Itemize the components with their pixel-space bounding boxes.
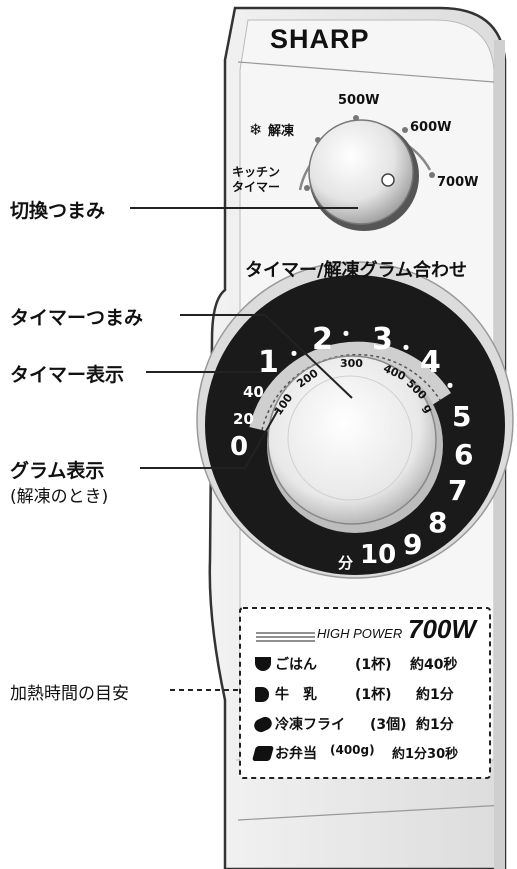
dial-dot: ・ xyxy=(440,374,460,398)
dial-minute-9: 9 xyxy=(403,528,423,561)
selector-label-kitchen: キッチン xyxy=(232,165,281,179)
dial-dot: ・ xyxy=(284,342,304,366)
brand-logo: SHARP xyxy=(270,24,370,54)
guide-header-power: 700W xyxy=(408,614,476,644)
gram-300: 300 xyxy=(340,357,363,370)
defrost-snowflake-icon: ❄ xyxy=(249,120,263,139)
milk-cup-icon xyxy=(255,687,269,702)
selector-label-defrost: 解凍 xyxy=(268,124,295,139)
guide-row-time: 約40秒 xyxy=(410,657,458,673)
dial-minute-2: 2 xyxy=(312,322,333,357)
selector-knob[interactable] xyxy=(309,120,413,224)
selector-label-700w: 700W xyxy=(437,175,479,190)
dial-minute-3: 3 xyxy=(372,322,393,357)
guide-row-item: ごはん xyxy=(275,657,317,673)
dial-minute-6: 6 xyxy=(454,438,474,471)
guide-row-item: 冷凍フライ xyxy=(275,717,345,733)
guide-row-qty: (3個) xyxy=(370,717,407,733)
guide-row-qty: (1杯) xyxy=(355,657,392,673)
timer-section-title: タイマー/解凍グラム合わせ xyxy=(245,260,468,281)
dial-minute-7: 7 xyxy=(448,474,468,507)
dial-minute-5: 5 xyxy=(452,400,472,433)
dial-seconds-40: 40 xyxy=(243,383,264,401)
rice-bowl-icon xyxy=(255,657,271,671)
dial-dot: ・ xyxy=(396,336,416,360)
guide-row-time: 約1分30秒 xyxy=(392,747,459,762)
selector-label-600w: 600W xyxy=(410,120,452,135)
guide-row-time: 約1分 xyxy=(416,717,454,733)
guide-row-item: 牛 乳 xyxy=(275,687,317,703)
guide-row-item: お弁当 xyxy=(275,746,317,762)
dial-minute-unit: 分 xyxy=(338,554,354,572)
selector-label-500w: 500W xyxy=(338,93,380,108)
guide-row-qty: (400g) xyxy=(330,743,375,757)
dial-minute-8: 8 xyxy=(428,506,448,539)
dial-minute-1: 1 xyxy=(258,345,279,380)
callout-timer-display: タイマー表示 xyxy=(10,364,125,386)
dial-dot: ・ xyxy=(336,322,356,346)
selector-label-timer: タイマー xyxy=(232,180,281,194)
callout-gram-display: グラム表示 xyxy=(10,460,105,482)
guide-row-qty: (1杯) xyxy=(355,687,392,703)
callout-selector-knob: 切換つまみ xyxy=(10,200,106,222)
dial-seconds-20: 20 xyxy=(233,410,254,428)
callout-timer-knob: タイマーつまみ xyxy=(10,307,144,329)
guide-header-label: HIGH POWER xyxy=(317,626,403,641)
dial-minute-10: 10 xyxy=(360,540,397,570)
callout-gram-display-note: (解凍のとき) xyxy=(10,487,109,507)
dial-minute-4: 4 xyxy=(420,345,441,380)
dial-seconds-0: 0 xyxy=(230,432,249,462)
guide-row-time: 約1分 xyxy=(416,687,454,703)
callout-heating-guide: 加熱時間の目安 xyxy=(10,684,129,704)
